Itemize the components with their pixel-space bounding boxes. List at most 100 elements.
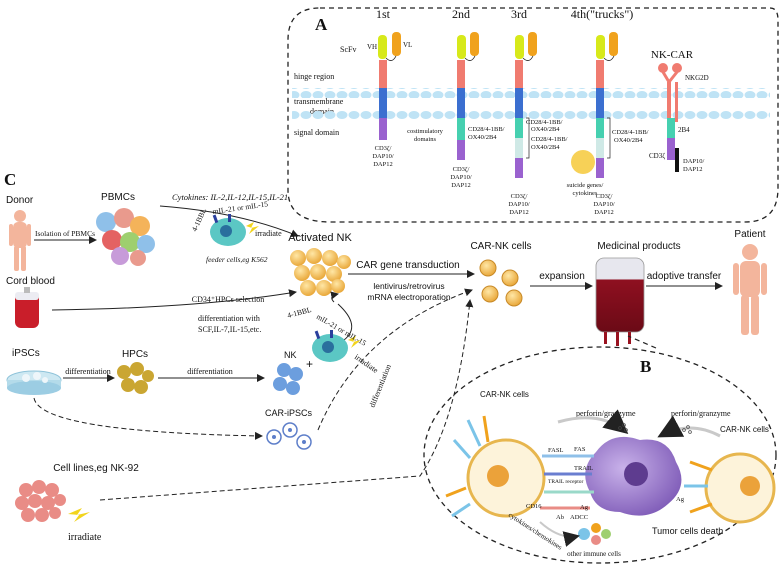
cord-blood-bag-icon: [15, 287, 39, 328]
ipscs-label: iPSCs: [12, 348, 40, 359]
tumor-death-label: Tumor cells death: [652, 526, 723, 536]
bracket: [526, 117, 530, 159]
cd3-3-line: DAP12: [509, 209, 529, 216]
car-ipscs-label: CAR-iPSCs: [265, 408, 313, 418]
perforin-arrow-right: [657, 415, 721, 438]
cd3-1-line: DAP12: [373, 161, 393, 168]
cd28-3b-line: OX40/2B4: [531, 144, 560, 151]
diff-with-line: differentiation with: [198, 314, 260, 323]
panel-a: A 1st 2nd 3rd 4th("trucks") NK-CAR ScFv …: [287, 7, 779, 223]
cd3-4-line: DAP10/: [593, 201, 615, 208]
costim-domain-2: [596, 138, 604, 158]
ag-right-label: Ag: [676, 496, 685, 503]
panel-a-border: [287, 7, 779, 223]
bracket: [607, 117, 611, 159]
scfv-vl: [470, 32, 479, 56]
blood-bag-icon: [595, 257, 645, 346]
activated-nk-label: Activated NK: [288, 232, 352, 244]
nkg2d-head: [658, 63, 668, 73]
ligand-pairs: [540, 454, 594, 510]
scfv-vh: [515, 35, 524, 59]
arrow-loop-back: [330, 291, 339, 303]
feeder-label: feeder cells,eg K562: [206, 255, 268, 264]
scfv-vh: [596, 35, 605, 59]
gen-2nd: 2nd: [452, 7, 470, 21]
nkg2d-stalk: [661, 71, 679, 85]
costim-label-line: domains: [414, 136, 436, 143]
nkg2d-hinge: [667, 82, 671, 122]
dap-domain: [675, 148, 679, 172]
car-2nd: [457, 32, 479, 160]
costim-domain: [596, 118, 604, 138]
cd28-4-line: OX40/2B4: [614, 137, 643, 144]
cd28-2-line: CD28/4-1BB/: [468, 126, 505, 133]
cd3-2-line: DAP12: [451, 182, 471, 189]
panel-a-label: A: [315, 15, 328, 34]
cell-membrane-bottom: [292, 110, 770, 120]
car-nk-nucleus-left: [487, 465, 509, 487]
car-4th: [571, 32, 618, 178]
vh-label: VH: [367, 43, 377, 51]
car-3rd: [515, 32, 537, 178]
scfv-linker: [522, 55, 534, 61]
scfv-vl: [392, 32, 401, 56]
car-nk-nucleus-right: [740, 476, 760, 496]
vector-line: lentivirus/retrovirus: [373, 281, 444, 291]
cytokines-label: Cytokines: IL-2,IL-12,IL-15,IL-21: [172, 192, 288, 202]
hinge-region: [515, 60, 523, 88]
panel-b-connector: [627, 335, 657, 349]
hpcs-label: HPCs: [122, 349, 148, 360]
costim-domain-2: [515, 138, 523, 158]
arrow-cord-to-nk: [51, 289, 297, 311]
panel-b: B CAR-NK cells CAR-NK cells perforin/gra…: [423, 335, 777, 564]
cord-blood-label: Cord blood: [6, 276, 55, 287]
scfv-linker: [385, 55, 397, 61]
gen-3rd: 3rd: [511, 7, 527, 21]
label-signal: signal domain: [294, 128, 339, 137]
cd3z-label: CD3ζ: [649, 152, 665, 160]
cd3z-domain: [667, 138, 675, 160]
dap-line: DAP12: [683, 166, 703, 173]
cd3-1-line: CD3ζ/: [375, 145, 392, 152]
diff-label-1: differentiation: [65, 367, 111, 376]
feeder-bbl: 4-1BBL: [190, 206, 209, 232]
panel-b-border: [423, 346, 777, 564]
perforin-arrow-left: [557, 409, 629, 434]
cd34-label: CD34⁺HPCs selection: [192, 295, 264, 304]
activated-nk-cluster-icon: [290, 248, 351, 296]
cd28-4-line: CD28/4-1BB/: [612, 129, 649, 136]
expansion-label: expansion: [539, 271, 585, 282]
nk-cells-icon: [273, 363, 303, 395]
feeder-cell-icon: [210, 214, 259, 246]
lightning-icon: [68, 508, 90, 522]
scfv-vh: [378, 35, 387, 59]
transduction-label: CAR gene transduction: [356, 260, 459, 271]
granzyme-dots-icon: [618, 423, 692, 434]
hinge-region: [457, 60, 465, 88]
b-car-nk-right: CAR-NK cells: [720, 425, 769, 434]
cd3-2-line: CD3ζ/: [453, 166, 470, 173]
transmembrane-domain: [515, 88, 523, 118]
cd3-1-line: DAP10/: [372, 153, 394, 160]
gen-1st: 1st: [376, 7, 391, 21]
cell-lines-label: Cell lines,eg NK-92: [53, 463, 139, 474]
fasl-label: FASL: [548, 447, 563, 454]
donor-label: Donor: [6, 195, 34, 206]
nkg2d-tm: [675, 82, 678, 122]
cd3-3-line: DAP10/: [508, 201, 530, 208]
hpcs-cluster-icon: [117, 362, 154, 394]
feeder2-bbl: 4-1BBL: [286, 305, 312, 320]
other-immune-label: other immune cells: [567, 550, 621, 558]
arrow-cell-lines-to-car: [99, 299, 474, 501]
feeder-irradiate: irradiate: [255, 229, 282, 238]
nkg2d-head: [672, 63, 682, 73]
patient-figure-icon: [733, 244, 767, 335]
panel-c-label: C: [4, 170, 16, 189]
cd3-4-line: DAP12: [594, 209, 614, 216]
signal-domain: [596, 158, 604, 178]
donor-figure-icon: [9, 210, 31, 271]
arrow-to-immune: [539, 521, 580, 547]
cd28-3b-line: CD28/4-1BB/: [531, 136, 568, 143]
suicide-line: cytokines: [573, 190, 598, 197]
